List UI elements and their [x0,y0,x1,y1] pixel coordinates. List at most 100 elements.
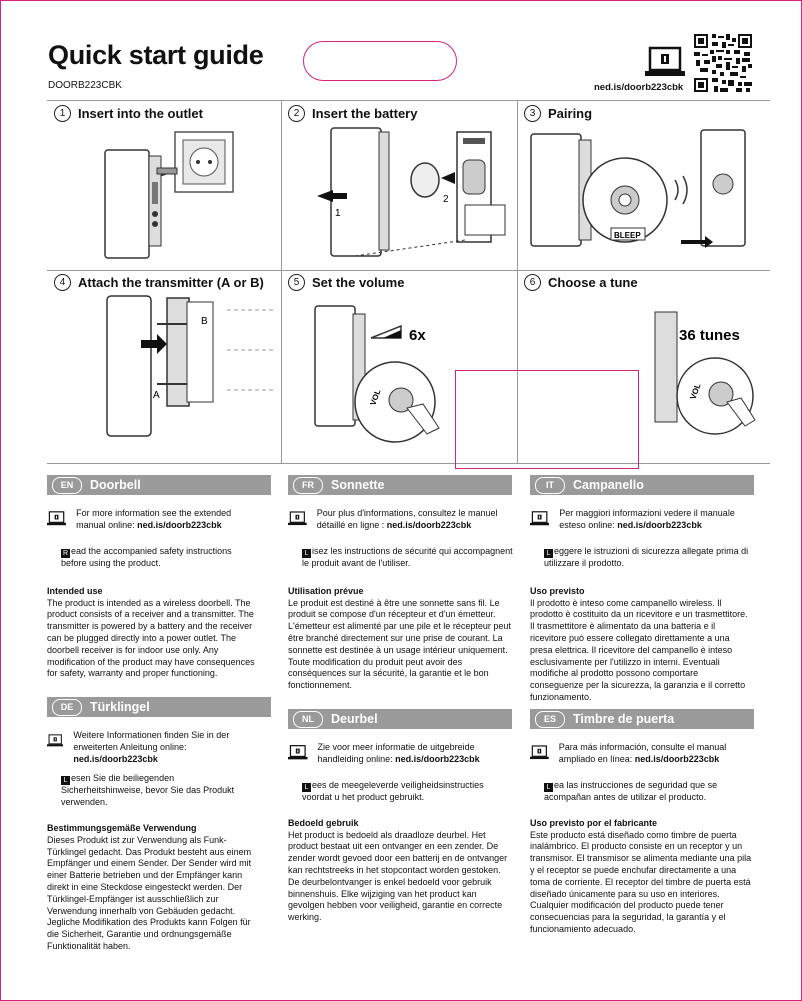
info-text: Zie voor meer informatie de uitgebreide … [317,742,475,764]
section-title: Sonnette [331,478,385,492]
section-title: Doorbell [90,478,141,492]
info-text: Weitere Informationen finden Sie in der … [73,730,230,752]
lang-badge: ES [535,710,565,728]
laptop-info-icon [288,511,307,526]
warning-text: ead the accompanied safety instructions … [61,546,232,568]
page-title: Quick start guide [48,40,264,70]
subhead: Intended use [47,585,103,596]
warning-text: ea las instrucciones de seguridad que se… [544,780,718,802]
subhead: Uso previsto [530,585,585,596]
warning-text: esen Sie die beiliegenden Sicherheitshin… [61,773,235,808]
info-text: Per maggiori informazioni vedere il manu… [559,508,735,530]
section-en-body: For more information see the extended ma… [47,506,257,680]
section-fr-header: FR Sonnette [288,475,512,495]
section-title: Campanello [573,478,644,492]
manual-link[interactable]: ned.is/doorb223cbk [634,753,720,764]
label-2: 2 [443,194,449,205]
laptop-info-icon [645,46,685,85]
section-de-header: DE Türklingel [47,697,271,717]
warning-text: isez les instructions de sécurité qui ac… [302,546,513,568]
divider [281,100,282,464]
lang-badge: NL [293,710,323,728]
warning-icon: L [302,549,311,558]
warning-icon: L [544,549,553,558]
section-es-header: ES Timbre de puerta [530,709,754,729]
step-label: Insert the battery [312,106,418,121]
manual-link[interactable]: ned.is/doorb223cbk [73,753,158,764]
section-it-header: IT Campanello [530,475,754,495]
section-nl-body: Zie voor meer informatie de uitgebreide … [288,740,514,924]
body-text: Dieses Produkt ist zur Verwendung als Fu… [47,834,252,951]
divider [47,270,770,271]
step-4-heading: 4 Attach the transmitter (A or B) [54,274,264,291]
steps-grid: 1 Insert into the outlet 2 Insert the ba… [47,100,770,464]
step-6-heading: 6 Choose a tune [524,274,638,291]
lang-badge: EN [52,476,82,494]
header-url: ned.is/doorb223cbk [594,82,684,93]
subhead: Bestimmungsgemäße Verwendung [47,822,197,833]
warning-text: eggere le istruzioni di sicurezza allega… [544,546,749,568]
six-times-label: 6x [409,327,426,344]
pink-outline-box [455,370,639,469]
manual-link[interactable]: ned.is/doorb223cbk [617,519,702,530]
manual-link[interactable]: ned.is/doorb223cbk [137,519,222,530]
lang-badge: FR [293,476,323,494]
label-a: A [153,390,160,401]
step-number: 5 [288,274,305,291]
warning-icon: L [61,776,70,786]
body-text: The product is intended as a wireless do… [47,597,255,679]
step-3-heading: 3 Pairing [524,105,592,122]
laptop-info-icon [288,745,308,760]
step-label: Attach the transmitter (A or B) [78,275,264,290]
section-title: Timbre de puerta [573,712,675,726]
laptop-info-icon [530,745,549,760]
lang-badge: IT [535,476,565,494]
section-fr-body: Pour plus d'informations, consultez le m… [288,506,514,692]
pill-outline [303,41,457,81]
bleep-label: BLEEP [614,231,641,240]
label-1: 1 [335,208,341,219]
section-es-body: Para más información, consulte el manual… [530,740,752,936]
section-nl-header: NL Deurbel [288,709,512,729]
subhead: Utilisation prévue [288,585,364,596]
subhead: Bedoeld gebruik [288,817,359,828]
step-number: 3 [524,105,541,122]
subhead: Uso previsto por el fabricante [530,817,658,828]
label-b: B [201,316,208,327]
body-text: Il prodotto è inteso come campanello wir… [530,597,748,702]
step-label: Set the volume [312,275,405,290]
warning-icon: L [302,783,311,792]
pairing-illustration: BLEEP [530,129,746,248]
body-text: Het product is bedoeld als draadloze deu… [288,829,508,923]
divider [47,100,770,101]
tunes-label: 36 tunes [679,327,740,344]
step-number: 6 [524,274,541,291]
volume-illustration: 6x VOL [314,305,440,443]
info-text: Para más información, consulte el manual… [558,742,727,764]
step-number: 4 [54,274,71,291]
warning-icon: L [544,783,553,792]
product-sku: DOORB223CBK [48,80,122,91]
info-text: Pour plus d'informations, consultez le m… [316,508,498,530]
section-it-body: Per maggiori informazioni vedere il manu… [530,506,752,704]
step-5-heading: 5 Set the volume [288,274,404,291]
step-1-heading: 1 Insert into the outlet [54,105,203,122]
laptop-info-icon [47,734,64,747]
section-title: Deurbel [331,712,378,726]
step-label: Pairing [548,106,593,121]
divider [47,463,770,464]
outlet-illustration [104,131,234,259]
manual-link[interactable]: ned.is/doorb223cbk [386,519,472,530]
body-text: Este producto está diseñado como timbre … [530,829,752,934]
manual-link[interactable]: ned.is/doorb223cbk [395,753,480,764]
lang-badge: DE [52,698,82,716]
qr-code-icon [694,34,752,92]
warning-text: ees de meegeleverde veiligheidsinstructi… [302,780,484,802]
step-2-heading: 2 Insert the battery [288,105,417,122]
laptop-info-icon [530,511,550,526]
battery-illustration: 1 2 [317,127,506,257]
body-text: Le produit est destiné à être une sonnet… [288,597,511,691]
section-de-body: Weitere Informationen finden Sie in der … [47,728,257,953]
laptop-info-icon [47,511,67,526]
tune-illustration: 36 tunes VOL [654,311,756,435]
